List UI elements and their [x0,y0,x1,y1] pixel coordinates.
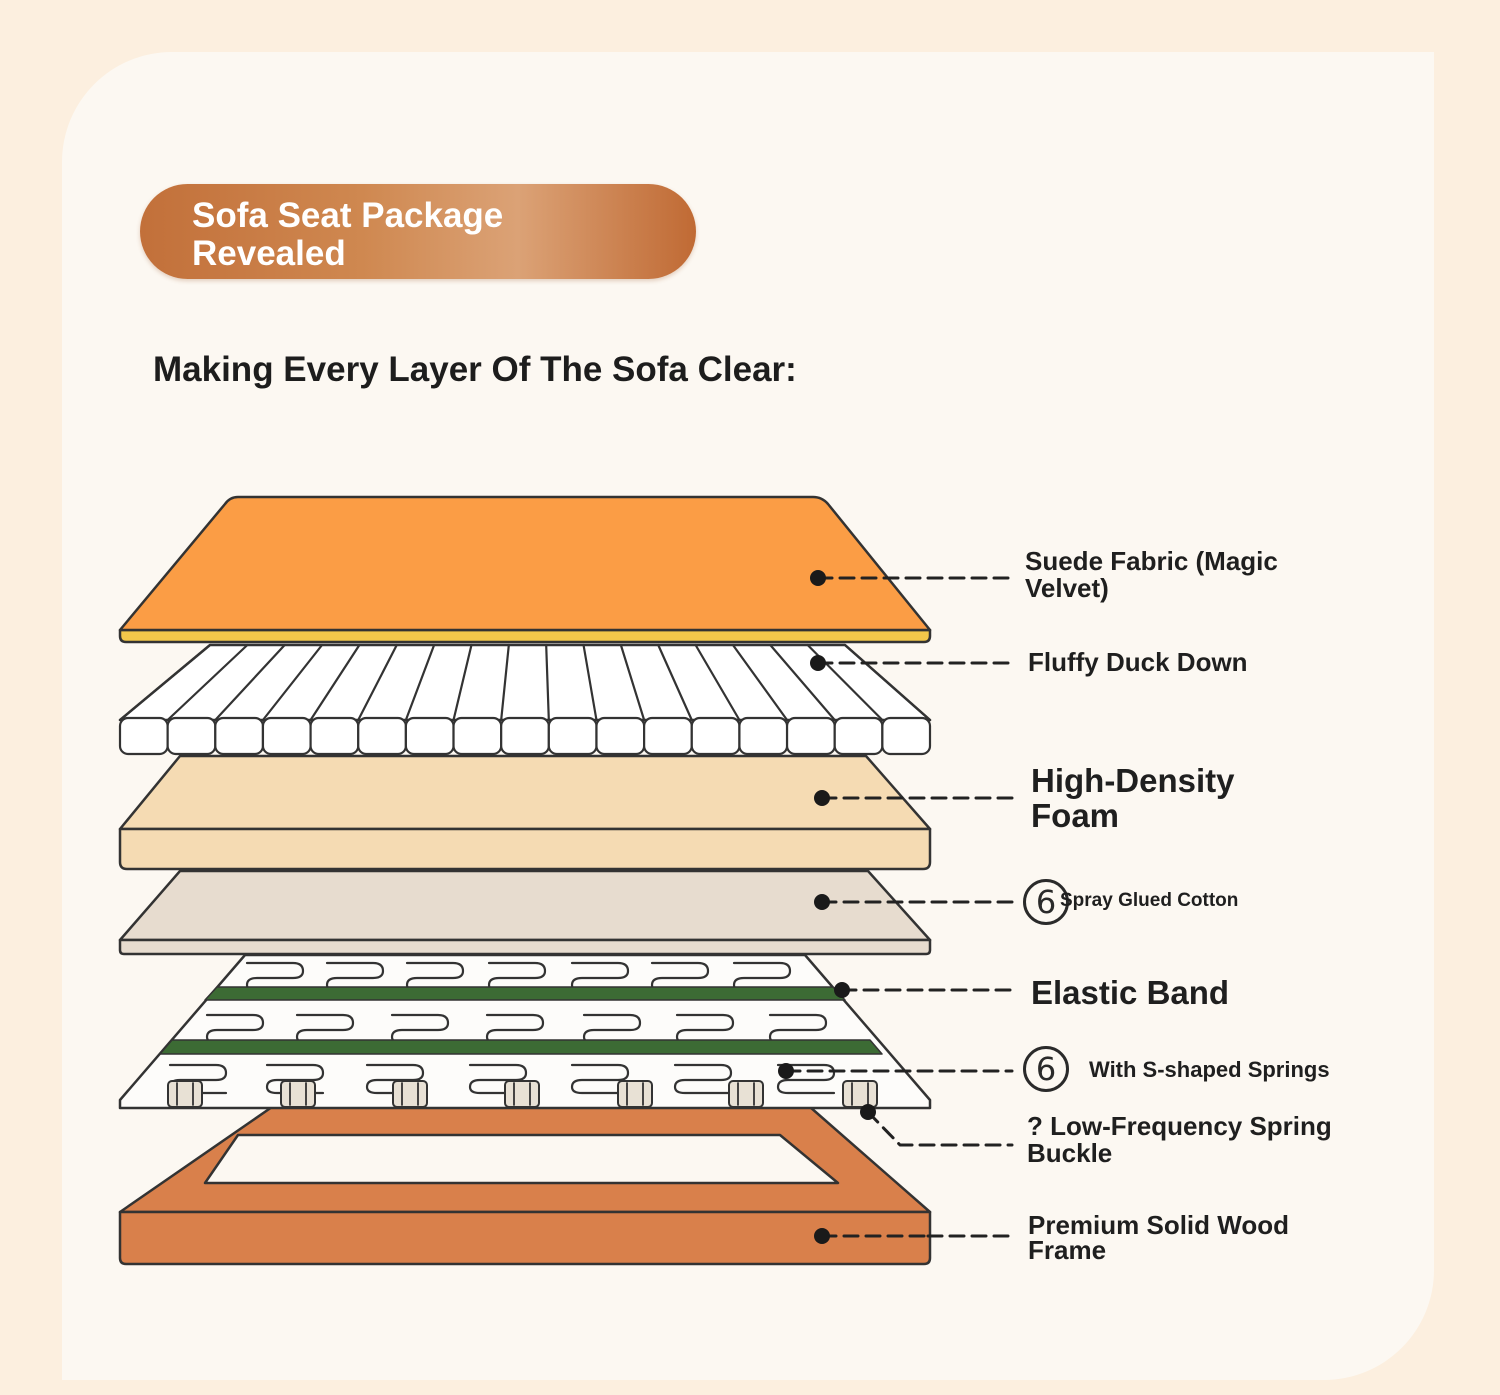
down-tube-line [769,643,836,722]
down-tube-end [309,716,360,756]
cotton-top-surface [118,869,932,942]
down-tube-end [452,716,503,756]
s-spring [776,1063,836,1095]
down-tube-end [785,716,836,756]
label-high-density-foam: High-Density Foam [1031,762,1235,834]
elastic-band [159,1039,883,1055]
elastic-band [204,986,846,1001]
label-elastic-band: Elastic Band [1031,974,1230,1011]
label-spray-glued-cotton: Spray Glued Cotton [1060,890,1239,911]
badge-six-icon: 6 [1023,879,1069,925]
down-tube-line [500,643,510,722]
leader-dot [778,1063,794,1079]
down-tube-end [595,716,646,756]
down-tube-line [545,643,550,722]
label-spring-buckle: ? Low-Frequency Spring Buckle [1027,1111,1332,1169]
leader-dot [814,790,830,806]
down-top-surface [118,643,932,722]
down-tube-line [309,643,361,722]
down-tube-line [582,643,598,722]
spring-buckle [167,1080,203,1108]
spring-buckle [842,1080,878,1108]
down-tube-line [694,643,741,722]
s-spring [673,1063,733,1095]
spring-buckle [617,1080,653,1108]
down-tube-line [731,643,789,722]
suede-top-surface [118,495,932,632]
label-solid-wood-frame: Premium Solid Wood Frame [1028,1210,1289,1265]
spring-buckle [280,1080,316,1108]
down-tube-end [547,716,598,756]
down-tube-end [357,716,407,756]
down-tube-line [452,643,473,722]
down-tube-end [404,716,455,756]
title-banner: Sofa Seat Package Revealed [140,184,696,279]
spring-buckle [392,1080,428,1108]
down-tube-line [214,643,286,722]
down-tube-end [261,716,312,756]
down-tube-end [500,716,550,756]
down-tube-end [643,716,693,756]
frame-opening [203,1133,840,1185]
down-tube-end [166,716,217,756]
page-subtitle: Making Every Layer Of The Sofa Clear: [153,350,797,389]
down-tube-end [118,716,169,756]
label-fluffy-duck-down: Fluffy Duck Down [1028,647,1248,677]
label-s-shaped-springs: With S-shaped Springs [1089,1057,1330,1082]
leader-dot [814,894,830,910]
spring-buckle [504,1080,540,1108]
down-tube-end [833,716,884,756]
leader-dot [860,1104,876,1120]
suede-edge [118,628,932,644]
leader-line [866,1110,1014,1147]
page-title: Sofa Seat Package Revealed [192,196,504,273]
down-tube-end [881,716,932,756]
badge-six-icon: 6 [1023,1046,1069,1092]
down-tube-line [357,643,398,722]
s-spring [365,1063,425,1095]
down-tube-end [214,716,265,756]
leader-dot [810,655,826,671]
down-tube-line [118,643,212,722]
foam-front-face [118,827,932,871]
cotton-front-face [118,938,932,956]
down-tube-line [843,643,932,722]
down-tube-end [738,716,789,756]
leader-dot [814,1228,830,1244]
s-spring [468,1063,528,1095]
spring-buckle [728,1080,764,1108]
down-tube-line [619,643,646,722]
label-suede-fabric: Suede Fabric (Magic Velvet) [1025,546,1278,604]
frame-front-face [118,1210,932,1266]
down-tube-end [690,716,741,756]
down-tube-line [166,643,249,722]
foam-top-surface [118,754,932,831]
leader-dot [834,982,850,998]
down-tube-line [404,643,436,722]
down-tube-line [657,643,693,722]
s-spring [570,1063,630,1095]
leader-dot [810,570,826,586]
down-tube-line [261,643,324,722]
